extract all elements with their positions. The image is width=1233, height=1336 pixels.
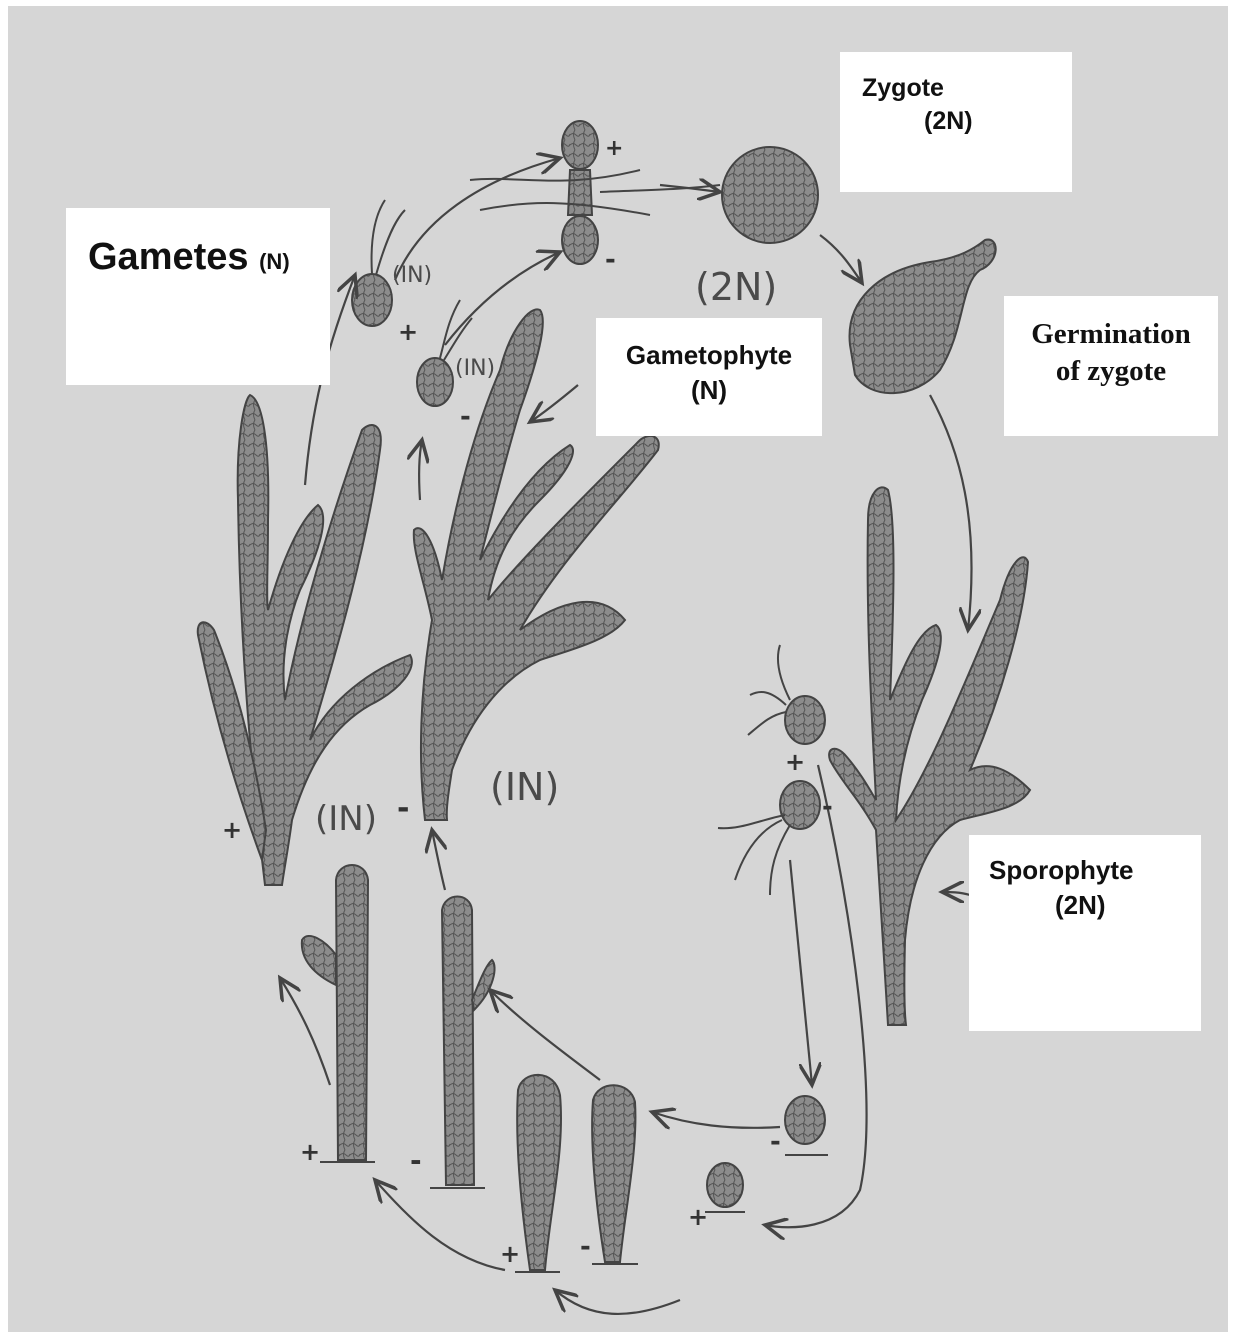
thallus-plus-ploidy: (IN) xyxy=(315,799,377,839)
plus-sign: + xyxy=(605,136,623,161)
plus-sign: + xyxy=(785,748,805,776)
zygote-ploidy: (2N) xyxy=(840,103,1072,136)
plus-sign: + xyxy=(300,1138,320,1166)
gametophyte-label: Gametophyte (N) xyxy=(596,318,822,436)
minus-sign: - xyxy=(410,1144,422,1177)
gametes-label: Gametes (N) xyxy=(66,208,330,385)
gametophyte-ploidy: (N) xyxy=(596,371,822,406)
thallus-minus-ploidy: (IN) xyxy=(490,765,559,809)
gametes-ploidy: (N) xyxy=(259,249,290,274)
zygote-title: Zygote xyxy=(840,52,1072,103)
plus-sign: + xyxy=(500,1240,520,1268)
zygote-cell xyxy=(722,147,818,243)
germination-label: Germination of zygote xyxy=(1004,296,1218,436)
minus-sign: - xyxy=(822,792,833,822)
sporophyte-title: Sporophyte xyxy=(969,835,1201,886)
minus-sign: - xyxy=(580,1232,591,1262)
germination-line2: of zygote xyxy=(1004,351,1218,388)
minus-sign: - xyxy=(460,402,471,432)
minus-sign: - xyxy=(397,791,409,826)
zygote-label: Zygote (2N) xyxy=(840,52,1072,192)
plus-sign: + xyxy=(688,1203,708,1231)
plus-sign: + xyxy=(398,318,418,346)
gametes-title: Gametes xyxy=(88,236,249,278)
minus-sign: - xyxy=(605,245,616,275)
zygote-handwritten-ploidy: (2N) xyxy=(695,265,777,309)
gametophyte-title: Gametophyte xyxy=(596,318,822,371)
sporophyte-ploidy: (2N) xyxy=(969,886,1201,921)
germination-line1: Germination xyxy=(1004,296,1218,351)
minus-sign: - xyxy=(770,1127,781,1157)
gamete-minus-ploidy: (IN) xyxy=(455,356,495,381)
plus-sign: + xyxy=(222,816,242,844)
sporophyte-label: Sporophyte (2N) xyxy=(969,835,1201,1031)
gamete-plus-ploidy: (IN) xyxy=(392,263,432,288)
